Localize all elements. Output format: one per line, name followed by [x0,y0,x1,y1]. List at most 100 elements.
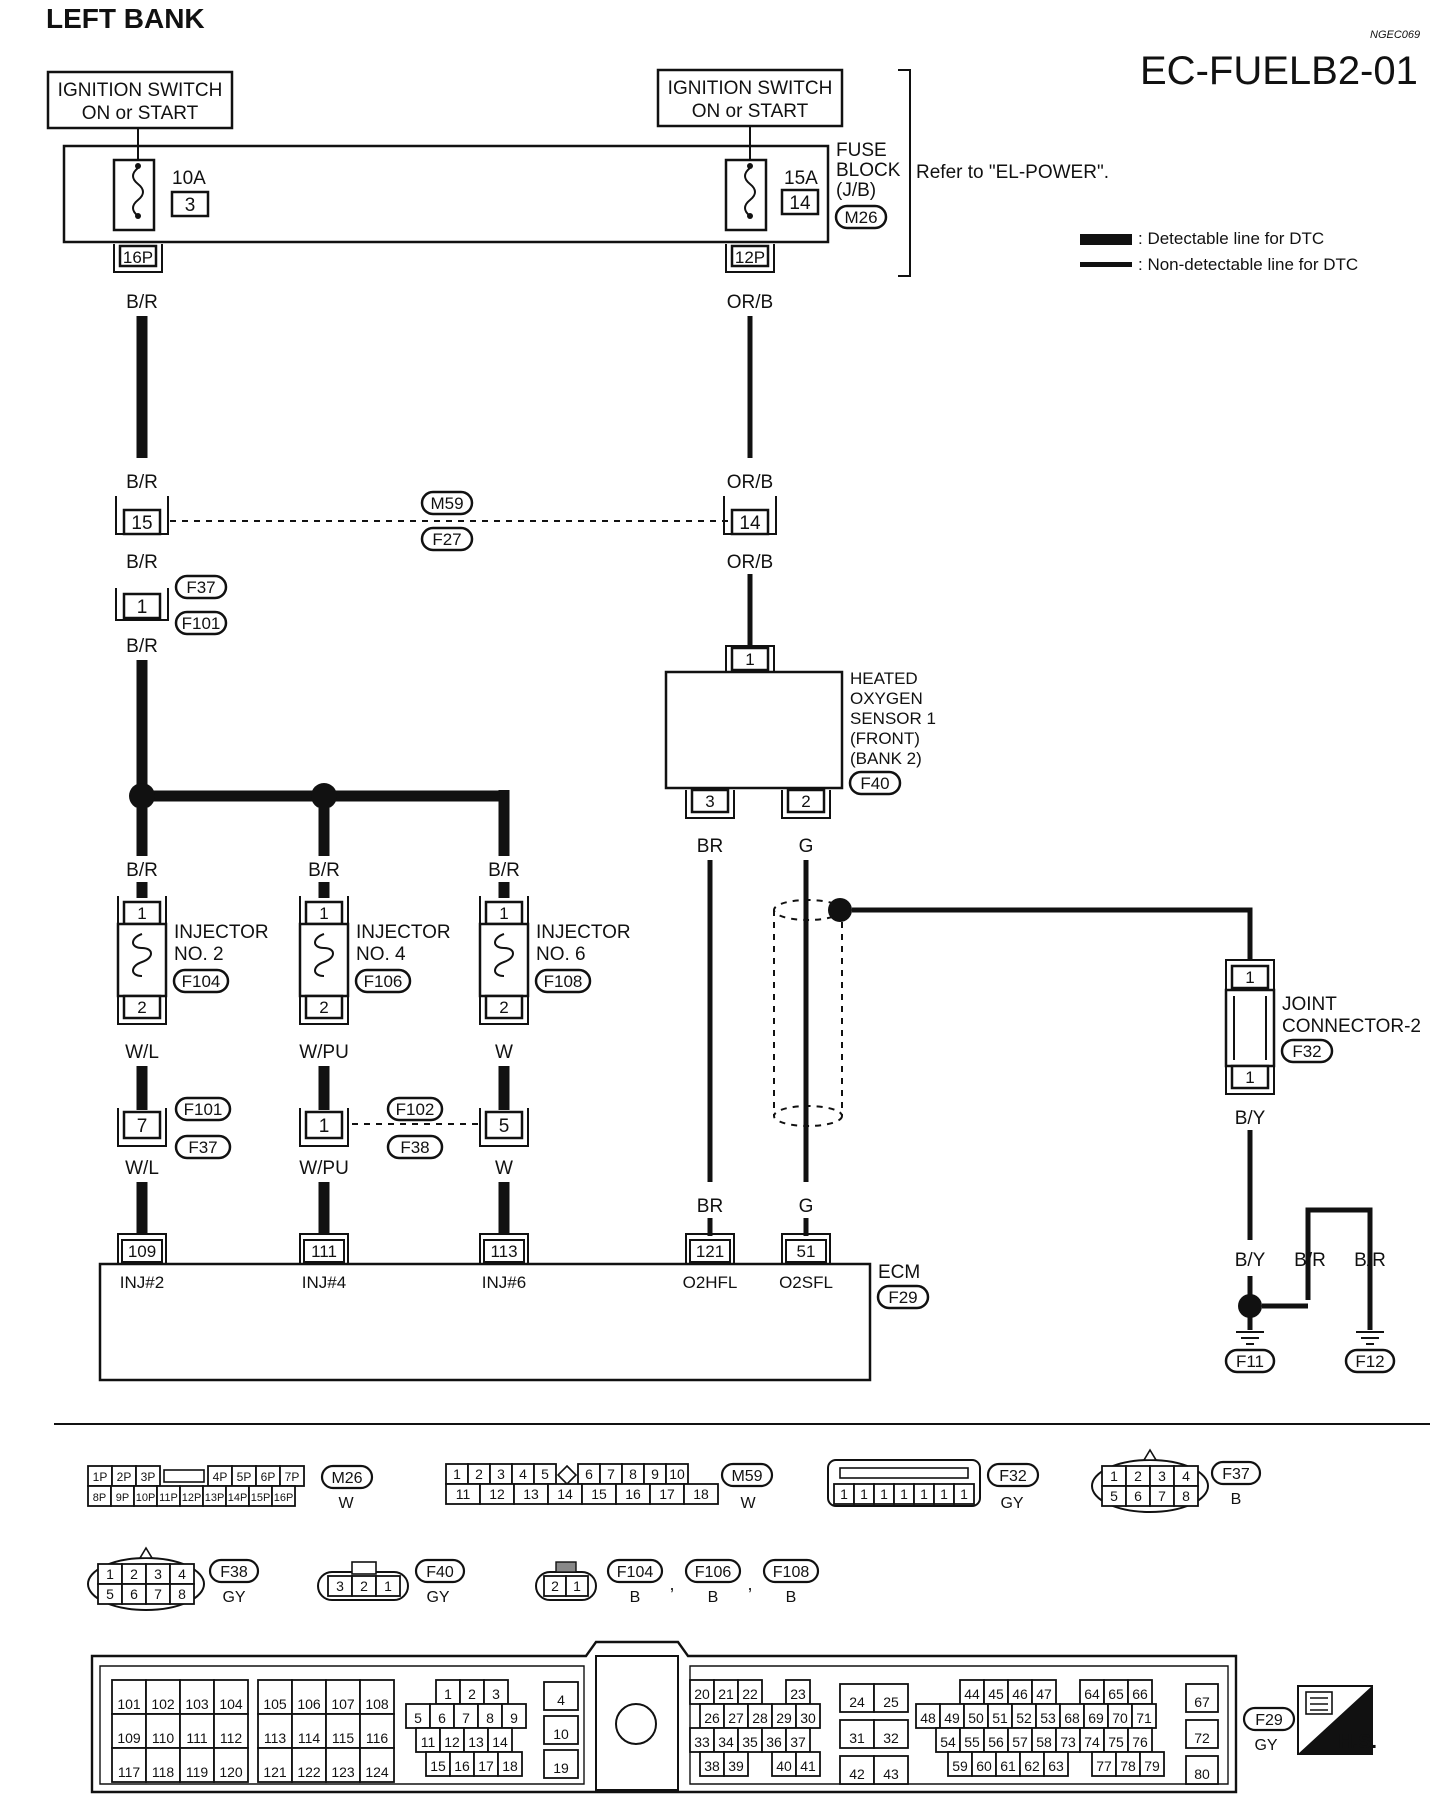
pin-number: 1 [900,1486,908,1502]
pin-number: 12P [182,1492,202,1504]
wire-br-2: B/R [126,472,158,493]
connector-14-pin: 14 [739,513,761,534]
connector-7-pin: 7 [137,1116,148,1137]
ecm-pin-label: O2HFL [683,1273,738,1292]
pin-number: 6P [261,1470,276,1484]
pin-number: 28 [752,1710,768,1726]
connector-m59-label: M59 [430,494,463,513]
pin-cell [111,1747,147,1783]
pin-number: 12 [444,1734,460,1750]
connector-f37-label: F37 [186,578,215,597]
ecm-label: ECM [878,1262,920,1283]
pin-cell [983,1679,1009,1705]
pin-number: 8 [178,1586,186,1602]
connector-m26-name: M26 [331,1470,362,1487]
pin-cell [785,1679,811,1705]
pin-number: 14 [557,1486,573,1502]
pin-number: 1 [840,1486,848,1502]
wire-br-1: B/R [126,292,158,313]
pin-number: 8P [93,1492,106,1504]
injector-no4-connector: F106 [364,972,403,991]
wire-g-2: G [799,1196,814,1217]
joint-name-2: CONNECTOR-2 [1282,1016,1421,1037]
pin-number: 61 [1000,1758,1016,1774]
connector-tag [606,1558,664,1584]
pin-number: 117 [118,1764,141,1780]
pin-number: 4 [557,1692,565,1708]
injector-no2: 1 2 INJECTOR NO. 2 F104 [116,896,269,1025]
wire-w-2: W [495,1158,513,1179]
ho2s-pin2: 2 [801,792,810,811]
pin-number: 45 [988,1686,1004,1702]
pin-number: 1 [920,1486,928,1502]
pin-number: 48 [920,1710,936,1726]
ecm-pin-box [689,1239,731,1263]
pin-number: 1 [1110,1468,1118,1484]
pin-number: 42 [849,1766,865,1782]
connector-f37-label-2: F37 [188,1138,217,1157]
key-slot [839,1467,969,1479]
connector-bolt [615,1703,657,1745]
connector-tag [720,1462,774,1488]
wire-w-1: W [495,1042,513,1063]
pin-number: 124 [365,1764,389,1780]
ground-f11-label: F11 [1236,1352,1264,1371]
connector-injector-name: F108 [773,1564,810,1581]
pin-cell [453,1703,479,1729]
pin-cell [257,1713,293,1749]
pin-number: 101 [117,1696,141,1712]
ecm-pin-box [785,1239,827,1263]
injector-no4-name-1: INJECTOR [356,922,451,943]
wire-orb-1: OR/B [727,292,773,313]
pin-cell [839,1683,875,1713]
pin-number: 11P [159,1492,178,1504]
pin-cell [257,1747,293,1783]
connector-tag [320,1464,374,1490]
pin-number: 4 [519,1466,527,1482]
connector-injector-color: B [708,1589,719,1606]
pin-cell [483,1679,509,1705]
ecm-pin-label: INJ#4 [302,1273,346,1292]
pin-number: 103 [185,1696,209,1712]
pin-number: 63 [1048,1758,1064,1774]
pin-number: 25 [883,1694,899,1710]
connector-f102-pin1: 1 [319,1116,330,1137]
fuse-15a: 15A 14 [724,158,820,232]
pin-number: 78 [1120,1758,1136,1774]
pin-cell [689,1679,715,1705]
splice-point [311,783,337,809]
ecm-pin-bracket [479,1233,529,1264]
pin-number: 16P [274,1492,294,1504]
wire-br-inj6: B/R [488,860,520,881]
pin-number: 108 [365,1696,389,1712]
connector-injector-name: F106 [695,1564,732,1581]
connector-1-f102: 1 [299,1108,349,1147]
connector-injector-color: B [786,1589,797,1606]
ignition-switch-right: IGNITION SWITCH ON or START [656,68,844,128]
ho2s-pin1: 1 [745,650,754,669]
page-heading: LEFT BANK [46,3,205,34]
pin-cell [463,1727,489,1753]
pin-number: 58 [1036,1734,1052,1750]
pin-number: 15 [591,1486,607,1502]
pin-number: 67 [1194,1694,1210,1710]
pin-number: 43 [883,1766,899,1782]
connector-injector-name: F104 [617,1564,654,1581]
pin-number: 68 [1064,1710,1080,1726]
pin-number: 116 [366,1730,389,1746]
ecm-pin-label: O2SFL [779,1273,833,1292]
ground-symbol-f12: F12 [1344,1331,1396,1374]
pin-cell [1031,1727,1057,1753]
connector-injector-color: B [630,1589,641,1606]
connector-f101-label-2: F101 [184,1100,223,1119]
pin-cell [543,1715,579,1745]
ecm-pin-bracket [299,1233,349,1264]
ho2s-name-2: OXYGEN [850,689,923,708]
legend: : Detectable line for DTC : Non-detectab… [1080,229,1358,274]
connector-5-f102: 5 [479,1108,529,1147]
pin-number: 3 [497,1466,505,1482]
pin-number: 5 [541,1466,549,1482]
